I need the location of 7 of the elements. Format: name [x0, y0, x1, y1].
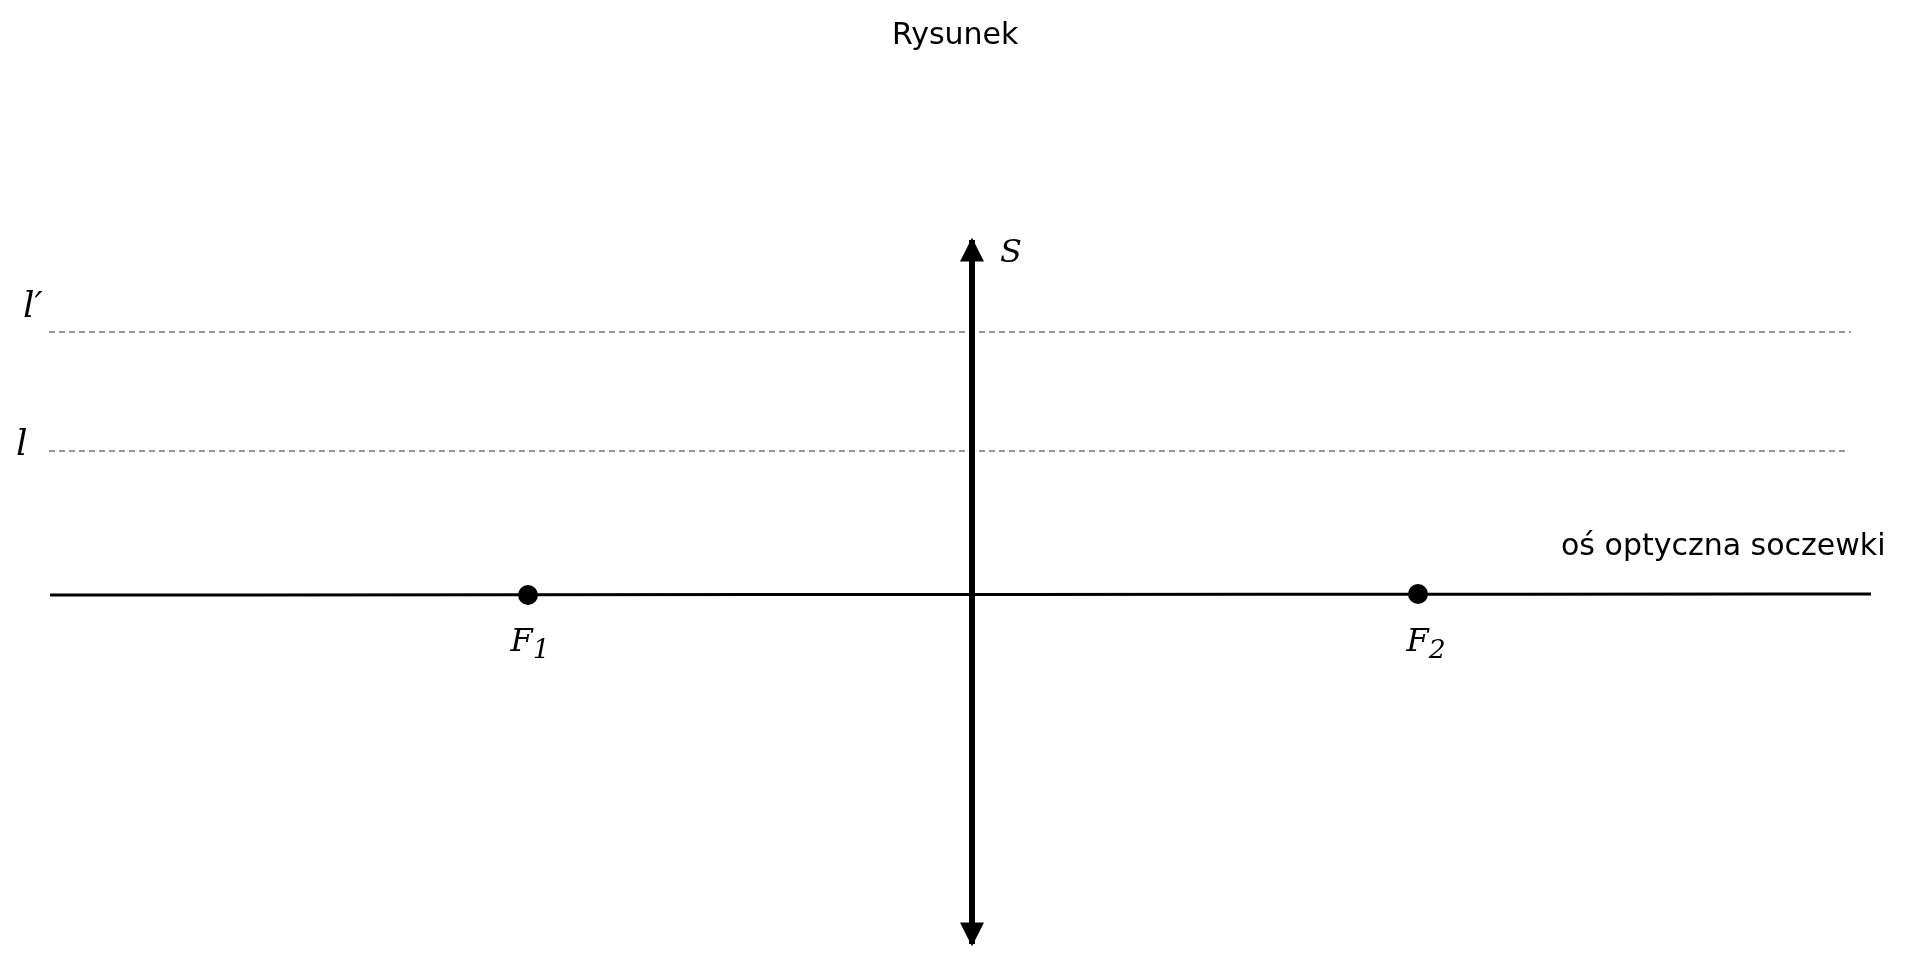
- focal-point-label: F$_{1}$: [510, 623, 550, 663]
- line-label: l: [16, 425, 28, 461]
- lens-label: S: [1000, 235, 1022, 267]
- line-label: l′: [23, 287, 43, 323]
- figure-title: Rysunek: [892, 19, 1019, 49]
- focal-point-label: F$_{2}$: [1406, 623, 1446, 663]
- axis-label: oś optyczna soczewki: [1561, 530, 1886, 560]
